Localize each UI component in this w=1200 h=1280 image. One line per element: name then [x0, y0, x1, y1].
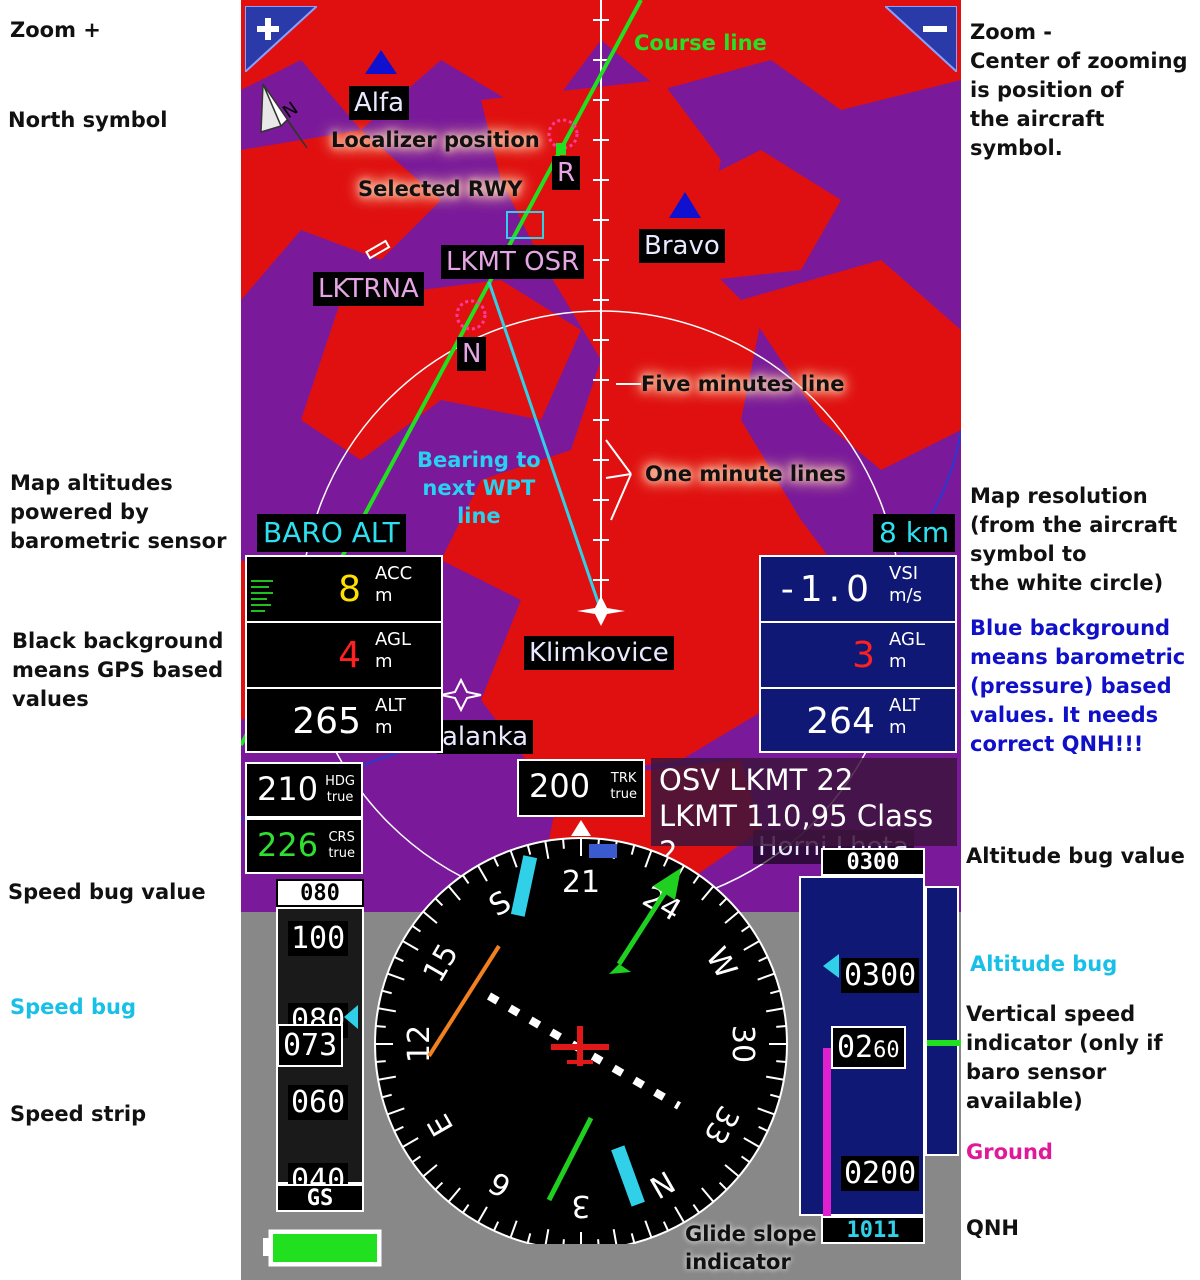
north-arrow-icon[interactable]: N — [259, 78, 311, 154]
altitude-bug-icon — [823, 954, 839, 978]
annotation-altitude-bug-value: Altitude bug value — [966, 844, 1185, 868]
annotation-bearing-line: Bearing to next WPT line — [417, 448, 541, 528]
ground-level-bar — [823, 1048, 831, 1218]
annotation-speed-bug-value: Speed bug value — [8, 880, 206, 904]
baro-vsi-value: -1.0 — [780, 569, 875, 610]
annotation-one-minute-lines: One minute lines — [645, 462, 847, 486]
accuracy-bars-icon — [251, 580, 273, 612]
annotation-qnh: QNH — [966, 1216, 1020, 1240]
speed-mode[interactable]: GS — [276, 1184, 364, 1212]
annotation-map-altitudes: Map altitudes powered by barometric sens… — [10, 471, 227, 553]
compass-label: 21 — [562, 865, 600, 900]
gps-alt-value: 265 — [292, 701, 361, 742]
annotation-glide-slope: Glide slope indicator — [685, 1222, 817, 1274]
speed-bug-value[interactable]: 080 — [276, 879, 364, 907]
annotation-course-line: Course line — [634, 31, 767, 55]
annotation-zoom-plus: Zoom + — [10, 18, 101, 42]
speed-tick-100: 100 — [288, 921, 349, 956]
battery-icon — [263, 1229, 382, 1267]
map-resolution-badge[interactable]: 8 km — [873, 514, 956, 552]
zoom-out-button[interactable] — [882, 5, 958, 75]
annotation-selected-rwy: Selected RWY — [358, 177, 523, 201]
hdg-value: 210 — [257, 770, 319, 808]
compass-label: 12 — [402, 1025, 437, 1063]
gps-agl-value: 4 — [338, 635, 361, 676]
annotation-map-resolution: Map resolution (from the aircraft symbol… — [970, 484, 1178, 595]
minus-icon — [882, 5, 958, 75]
annotation-ground: Ground — [966, 1140, 1053, 1164]
annotation-zoom-minus: Zoom - Center of zooming is position of … — [970, 20, 1188, 160]
town-label-klimkovice: Klimkovice — [524, 636, 674, 670]
gps-acc-value: 8 — [338, 569, 361, 610]
altitude-tick-0300: 0300 — [841, 958, 920, 993]
annotation-five-minutes-line: Five minutes line — [641, 372, 845, 396]
plus-icon — [244, 5, 320, 75]
waypoint-line-1: OSV LKMT 22 — [659, 763, 854, 797]
waypoint-label-alfa[interactable]: Alfa — [349, 86, 410, 120]
waypoint-bravo-icon[interactable] — [669, 192, 701, 218]
current-altitude: 0260 — [831, 1026, 906, 1069]
annotation-speed-bug: Speed bug — [10, 995, 136, 1019]
airport-label-lktrna[interactable]: LKTRNA — [313, 272, 424, 306]
marker-label-n: N — [457, 337, 487, 371]
baro-alt-badge: BARO ALT — [257, 514, 406, 552]
speed-bug-icon — [344, 1005, 358, 1029]
town-label-alanka: alanka — [437, 720, 534, 754]
navigation-screen[interactable]: N Alfa Bravo LKMT OSR LKTRNA R N Klimkov… — [241, 0, 961, 1280]
waypoint-line-2: LKMT 110,95 Class 2 — [659, 799, 934, 869]
zoom-in-button[interactable] — [244, 5, 320, 75]
qnh-value[interactable]: 1011 — [821, 1216, 925, 1244]
poi-star-icon — [440, 677, 482, 713]
marker-label-r: R — [552, 156, 581, 190]
annotation-localizer-position: Localizer position — [331, 128, 540, 152]
annotation-blue-background: Blue background means barometric (pressu… — [970, 616, 1186, 756]
altitude-tick-0200: 0200 — [841, 1156, 920, 1191]
annotation-black-background: Black background means GPS based values — [12, 629, 224, 711]
aircraft-symbol-icon — [551, 1026, 609, 1066]
compass-label: 30 — [725, 1025, 760, 1063]
waypoint-label-bravo[interactable]: Bravo — [639, 229, 725, 263]
annotation-altitude-bug: Altitude bug — [970, 952, 1118, 976]
airport-label-lkmt-osr[interactable]: LKMT OSR — [441, 245, 585, 279]
compass-label: 3 — [571, 1188, 590, 1223]
trk-value: 200 — [529, 767, 591, 805]
annotation-vsi: Vertical speed indicator (only if baro s… — [966, 1002, 1163, 1113]
speed-tick-060: 060 — [288, 1085, 349, 1120]
annotation-speed-strip: Speed strip — [10, 1102, 147, 1126]
waypoint-alfa-icon[interactable] — [365, 50, 397, 74]
crs-value: 226 — [257, 826, 319, 864]
baro-agl-value: 3 — [852, 635, 875, 676]
altitude-bug-value[interactable]: 0300 — [821, 848, 925, 876]
vertical-speed-indicator — [925, 886, 961, 1156]
annotation-north-symbol: North symbol — [8, 108, 168, 132]
next-waypoint-info[interactable]: OSV LKMT 22 LKMT 110,95 Class 2 — [651, 758, 957, 869]
baro-alt-value: 264 — [806, 701, 875, 742]
current-speed: 073 — [277, 1024, 344, 1067]
aircraft-position-icon — [577, 596, 625, 626]
